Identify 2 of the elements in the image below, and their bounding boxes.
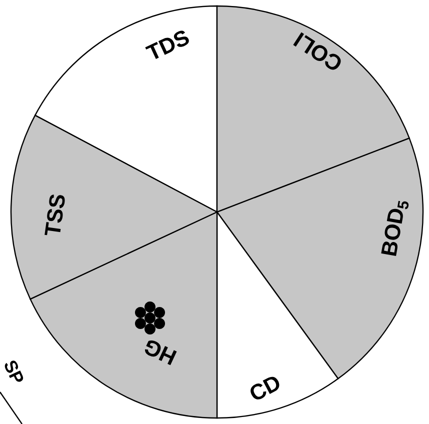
pie-sector: CD: [216, 211, 339, 419]
pie-sector: TSS: [10, 114, 218, 300]
